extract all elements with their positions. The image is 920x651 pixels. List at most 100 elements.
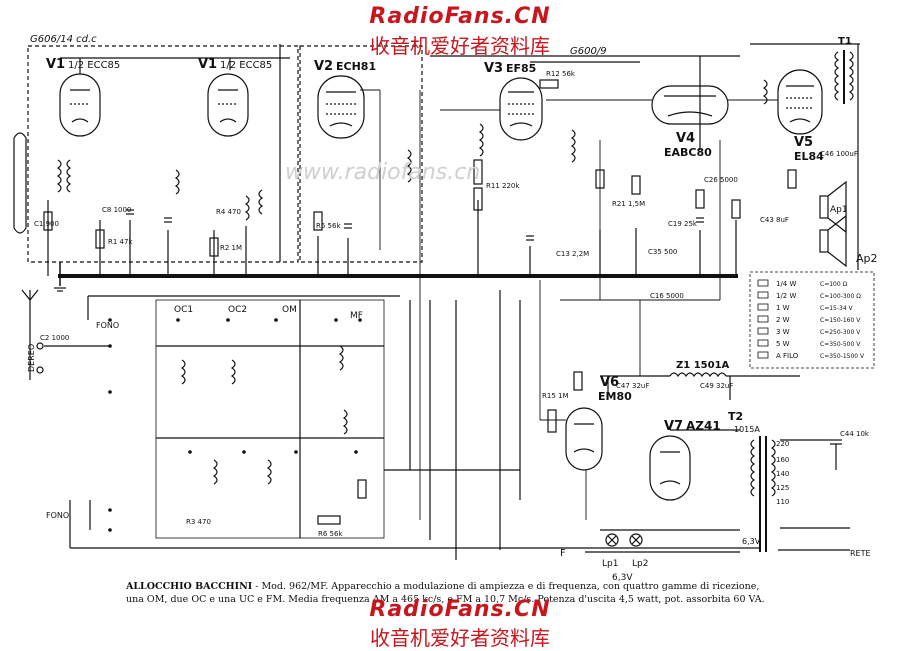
tube-v3	[499, 77, 543, 141]
schematic-caption: ALLOCCHIO BACCHINI - Mod. 962/MF. Appare…	[126, 580, 766, 606]
dipole-antenna	[13, 132, 27, 234]
legend-sym-1: 1/2 W	[776, 292, 796, 300]
component-r3: R3 470	[186, 518, 211, 526]
component-c8: C8 1000	[102, 206, 131, 214]
tap-110: 110	[776, 498, 789, 506]
input-section	[21, 289, 560, 549]
speaker-ap2	[819, 214, 847, 268]
tube-v4-id: V4	[676, 131, 695, 146]
watermark-bottom-en: RadioFans.CN	[369, 597, 551, 622]
component-c16: C16 5000	[650, 292, 684, 300]
component-r4: R4 470	[216, 208, 241, 216]
component-c46: C46 100uF	[820, 150, 858, 158]
tube-v7-id: V7	[664, 419, 683, 434]
component-r15: R15 1M	[542, 392, 569, 400]
component-c13: C13 2,2M	[556, 250, 589, 258]
label-fono-bottom: FONO	[46, 511, 69, 520]
tube-v2-type: ECH81	[336, 60, 376, 73]
tube-v5-type: EL84	[794, 150, 824, 163]
caption-brand: ALLOCCHIO BACCHINI	[126, 581, 253, 592]
legend-desc-6: C=350-1500 V	[820, 353, 865, 360]
legend-sym-6: A FILO	[776, 352, 799, 360]
component-c2: C2 1000	[40, 334, 69, 342]
legend-desc-5: C=350-500 V	[820, 341, 861, 348]
pilot-lamps	[585, 529, 740, 553]
label-lp2: Lp2	[632, 559, 648, 569]
label-g606: G606/14 cd.c	[30, 34, 97, 45]
legend-desc-2: C=15-34 V	[820, 305, 854, 312]
watermark-top-cn: 收音机爱好者资料库	[370, 34, 550, 58]
component-c1: C1 900	[34, 220, 59, 228]
tube-v1b	[207, 73, 249, 137]
legend-sym-0: 1/4 W	[776, 280, 796, 288]
caption-text: - Mod. 962/MF. Apparecchio a modulazione…	[126, 581, 765, 605]
component-c35: C35 500	[648, 248, 677, 256]
tube-v7-type: AZ41	[686, 419, 721, 433]
legend-desc-1: C=100-300 Ω	[820, 293, 861, 300]
tube-v7	[649, 435, 691, 501]
passive-components	[43, 79, 842, 525]
label-lp1: Lp1	[602, 559, 618, 569]
legend-desc-0: C=100 Ω	[820, 281, 848, 288]
component-r11: R11 220k	[486, 182, 520, 190]
component-c26: C26 5000	[704, 176, 738, 184]
label-f: F	[560, 548, 566, 559]
label-ap1: Ap1	[830, 205, 848, 215]
component-c47: C47 32uF	[616, 382, 649, 390]
legend-desc-3: C=150-160 V	[820, 317, 861, 324]
tube-v1a-type: 1/2 ECC85	[68, 60, 120, 71]
label-v63-right: 6,3V	[742, 537, 761, 546]
faint-watermark: www.radiofans.cn	[285, 160, 481, 185]
label-om: OM	[282, 305, 297, 315]
tube-v1b-id: V1	[198, 57, 217, 72]
top-wiring	[60, 43, 860, 270]
tap-125: 125	[776, 484, 789, 492]
component-r21: R21 1,5M	[612, 200, 645, 208]
power-supply	[560, 372, 850, 552]
tube-v3-id: V3	[484, 61, 503, 76]
label-oc2: OC2	[228, 305, 247, 315]
tube-v6	[565, 407, 603, 471]
tube-v1b-type: 1/2 ECC85	[220, 60, 272, 71]
tube-v6-type: EM80	[598, 390, 632, 403]
component-c19: C19 25k	[668, 220, 698, 228]
legend-sym-2: 1 W	[776, 304, 790, 312]
tube-v2	[317, 75, 365, 139]
tap-220: 220	[776, 440, 789, 448]
component-c44: C44 10k	[840, 430, 870, 438]
tube-v4	[651, 85, 729, 125]
legend-sym-3: 2 W	[776, 316, 790, 324]
tube-v5	[777, 69, 823, 135]
tube-v2-id: V2	[314, 59, 333, 74]
tube-v4-type: EABC80	[664, 146, 712, 159]
band-switch-section	[87, 290, 521, 560]
legend-sym-5: 5 W	[776, 340, 790, 348]
label-ap2: Ap2	[856, 252, 878, 265]
component-c43: C43 8uF	[760, 216, 789, 224]
interconnect-wires	[360, 89, 778, 520]
component-c49: C49 32uF	[700, 382, 733, 390]
ground-drops	[47, 200, 737, 276]
watermark-bottom-cn: 收音机爱好者资料库	[370, 626, 550, 650]
resistor-legend-box	[749, 271, 875, 369]
tube-v3-type: EF85	[506, 62, 536, 75]
label-t2: T2	[728, 410, 743, 423]
tube-v1a	[59, 58, 101, 137]
component-r2: R2 1M	[220, 244, 242, 252]
label-oc1: OC1	[174, 305, 193, 315]
component-r12: R12 56k	[546, 70, 576, 78]
tube-v6-id: V6	[600, 375, 619, 390]
component-r6: R6 56k	[318, 530, 343, 538]
label-dereo: DEREO	[27, 344, 36, 372]
rf-coils	[56, 79, 768, 221]
output-transformer-t1	[834, 50, 854, 104]
legend-sym-4: 3 W	[776, 328, 790, 336]
switch-contacts	[108, 318, 362, 532]
component-r1: R1 47k	[108, 238, 133, 246]
tap-160: 160	[776, 456, 789, 464]
tube-v5-id: V5	[794, 135, 813, 150]
label-mf: MF	[350, 311, 363, 321]
watermark-top-en: RadioFans.CN	[369, 4, 551, 29]
label-rete: RETE	[850, 549, 871, 558]
